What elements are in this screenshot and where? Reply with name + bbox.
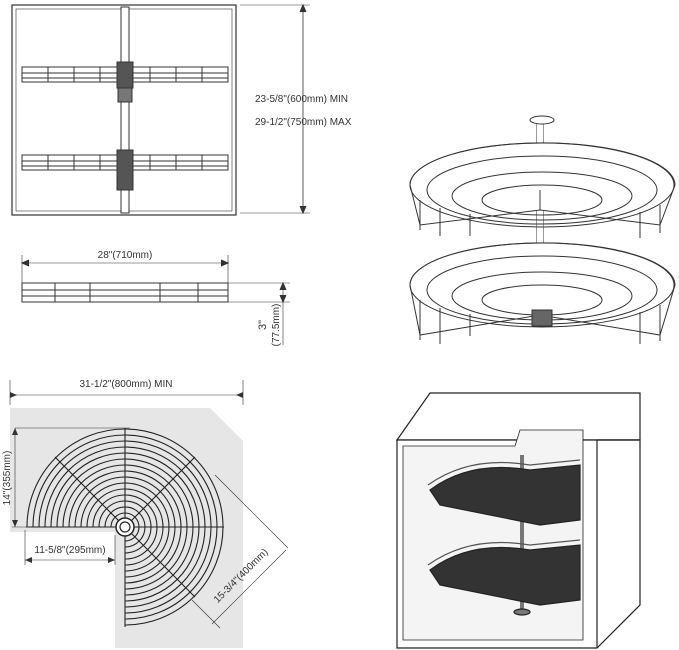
center-pole xyxy=(120,6,130,214)
basket-spokes xyxy=(26,428,224,627)
depth-label: 14"(355mm) xyxy=(2,451,13,506)
cabinet-lower-basket xyxy=(427,539,581,606)
lower-shelf xyxy=(21,149,229,191)
radius-dimension-line xyxy=(211,549,287,625)
height-min-label: 23-5/8"(600mm) MIN xyxy=(255,94,348,105)
front-view xyxy=(11,3,310,216)
thickness-inch-label: 3" xyxy=(257,320,269,330)
perspective-basket-view xyxy=(409,115,676,344)
upper-shelf xyxy=(21,61,229,89)
offset-label: 11-5/8"(295mm) xyxy=(34,545,105,556)
upper-basket xyxy=(409,142,676,238)
thickness-mm-label: (77.5mm) xyxy=(271,304,282,347)
cabinet-perspective-view xyxy=(395,392,641,649)
center-hub xyxy=(115,517,135,537)
cabinet-upper-basket xyxy=(427,459,581,526)
lower-basket xyxy=(409,242,676,344)
shelf-side-view xyxy=(20,255,290,345)
height-max-label: 29-1/2"(750mm) MAX xyxy=(255,117,352,128)
top-view xyxy=(9,380,289,648)
cabinet-min-label: 31-1/2"(800mm) MIN xyxy=(79,379,172,390)
cabinet-outline xyxy=(11,4,237,216)
shelf-width-label: 28"(710mm) xyxy=(98,250,153,261)
